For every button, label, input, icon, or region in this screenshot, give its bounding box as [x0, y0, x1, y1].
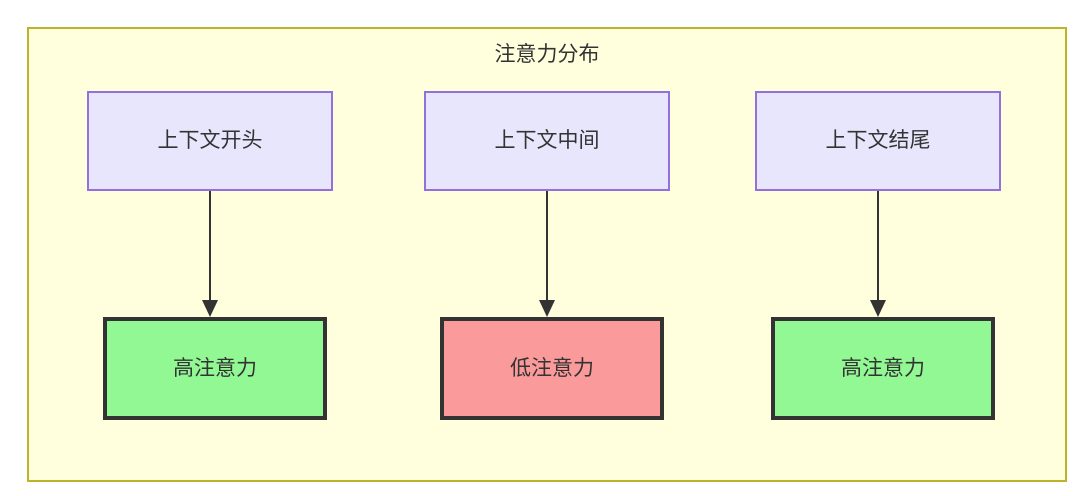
- node-attention-end-label: 高注意力: [841, 356, 925, 380]
- node-context-end[interactable]: 上下文结尾: [755, 91, 1001, 191]
- node-attention-start-label: 高注意力: [173, 356, 257, 380]
- node-context-middle[interactable]: 上下文中间: [424, 91, 670, 191]
- node-attention-middle-label: 低注意力: [510, 356, 594, 380]
- node-context-start-label: 上下文开头: [157, 129, 263, 153]
- node-context-middle-label: 上下文中间: [494, 129, 600, 153]
- node-attention-middle[interactable]: 低注意力: [440, 317, 664, 420]
- diagram-title: 注意力分布: [494, 43, 600, 66]
- node-attention-end[interactable]: 高注意力: [771, 317, 995, 420]
- node-context-end-label: 上下文结尾: [825, 129, 931, 153]
- node-attention-start[interactable]: 高注意力: [103, 317, 327, 420]
- node-context-start[interactable]: 上下文开头: [87, 91, 333, 191]
